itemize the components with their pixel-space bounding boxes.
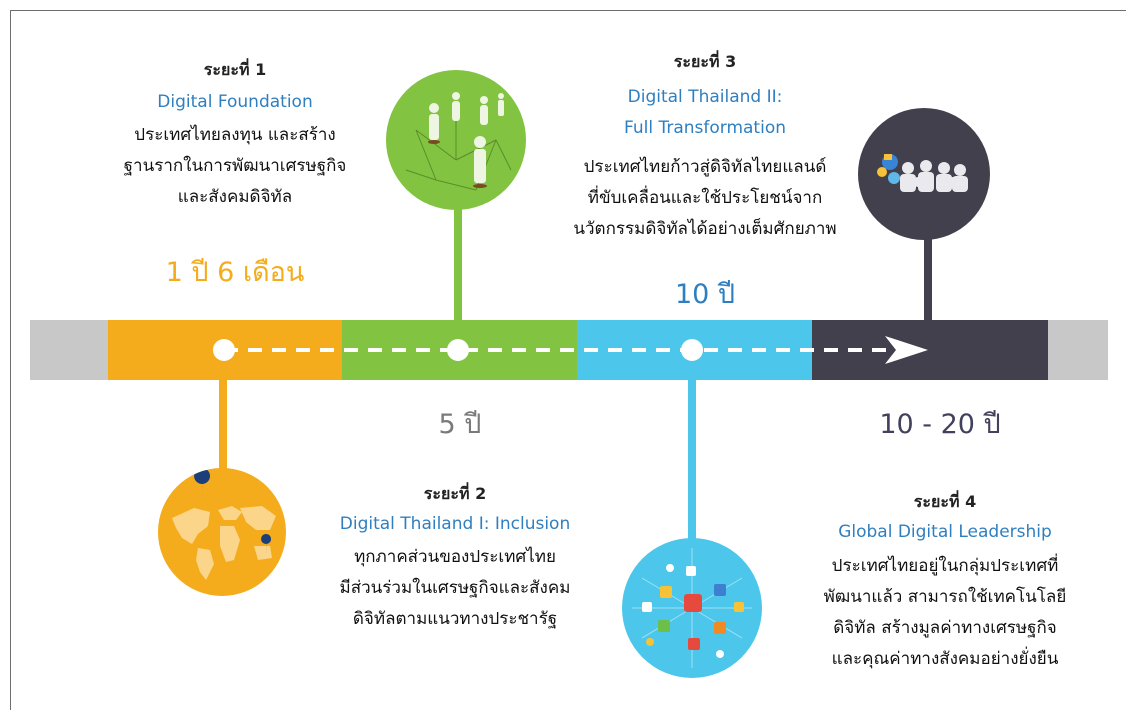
phase-1-title: ระยะที่ 1 xyxy=(203,60,267,79)
phase-2-subtitle: Digital Thailand I: Inclusion xyxy=(339,514,571,534)
global-crowd-icon xyxy=(858,108,990,240)
phase-3-title: ระยะที่ 3 xyxy=(673,52,737,71)
phase-3-subtitle: Digital Thailand II: Full Transformation xyxy=(623,87,786,138)
timeline-end-cap xyxy=(1048,320,1108,380)
phase-2-description: ทุกภาคส่วนของประเทศไทย มีส่วนร่วมในเศรษฐ… xyxy=(339,547,571,629)
stem-phase-4 xyxy=(924,230,932,330)
phase-2-title: ระยะที่ 2 xyxy=(423,484,487,503)
phase-4-description: ประเทศไทยอยู่ในกลุ่มประเทศที่ พัฒนาแล้ว … xyxy=(823,556,1067,669)
phase-3-duration: 10 ปี xyxy=(674,279,736,310)
people-network-icon xyxy=(386,70,526,210)
phase-4-title: ระยะที่ 4 xyxy=(913,492,977,511)
stem-phase-2 xyxy=(454,195,462,335)
phase-3-description: ประเทศไทยก้าวสู่ดิจิทัลไทยแลนด์ ที่ขับเค… xyxy=(573,157,837,239)
timeline-node-2 xyxy=(447,339,469,361)
stem-phase-3 xyxy=(688,375,696,550)
app-network-icon xyxy=(622,538,762,678)
phase-1-duration: 1 ปี 6 เดือน xyxy=(165,257,305,288)
timeline-node-3 xyxy=(681,339,703,361)
phase-2-duration: 5 ปี xyxy=(438,409,482,440)
phase-4-subtitle: Global Digital Leadership xyxy=(838,522,1052,542)
timeline-node-1 xyxy=(213,339,235,361)
phase-1-subtitle: Digital Foundation xyxy=(157,92,313,112)
diagram-frame xyxy=(10,10,1126,710)
world-map-icon xyxy=(158,468,286,596)
phase-4-duration: 10 - 20 ปี xyxy=(879,409,1001,440)
timeline-start-cap xyxy=(30,320,108,380)
stem-phase-1 xyxy=(219,375,227,490)
phase-1-description: ประเทศไทยลงทุน และสร้าง ฐานรากในการพัฒนา… xyxy=(123,125,347,207)
